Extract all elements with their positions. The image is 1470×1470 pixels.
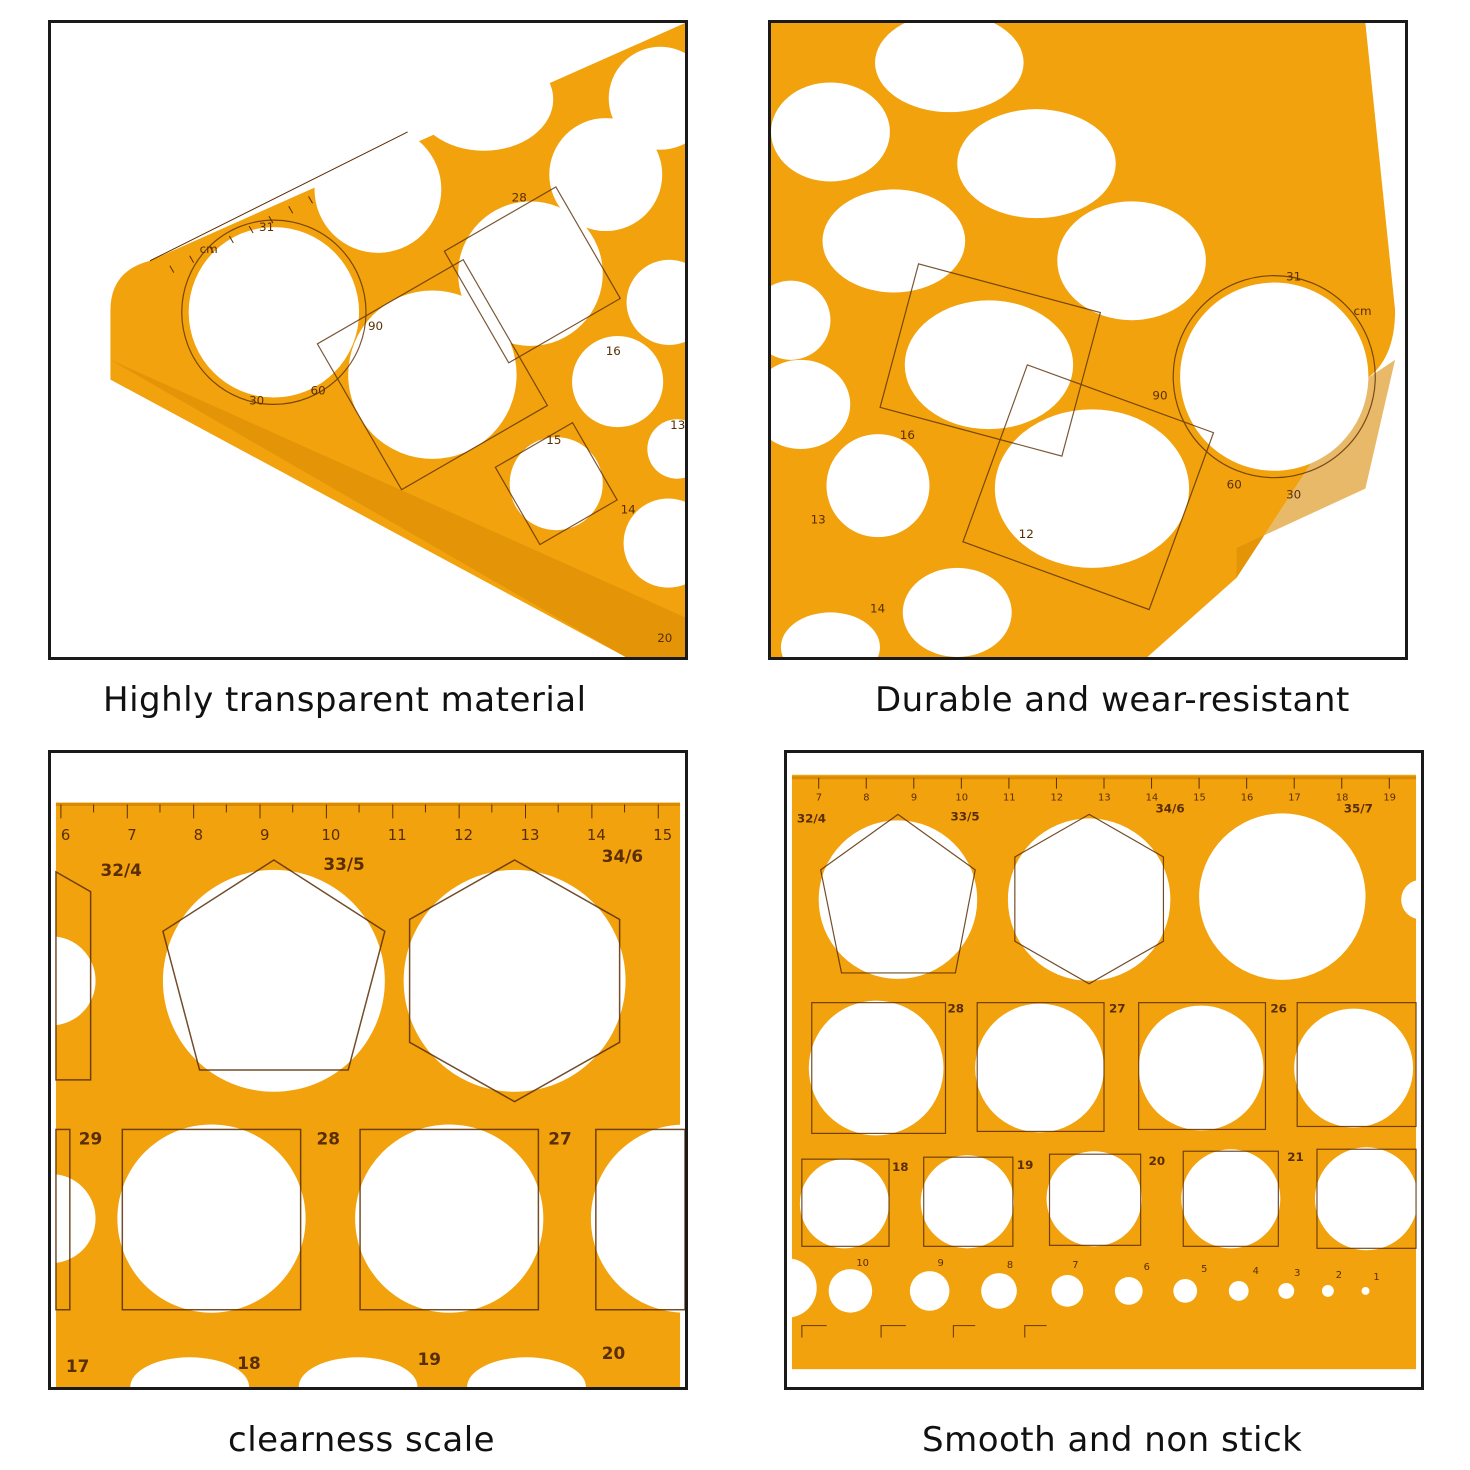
label-35-7: 35/7: [1344, 801, 1373, 815]
label-20: 20: [1149, 1154, 1166, 1168]
label-33-5: 33/5: [323, 854, 364, 874]
photo-template-topdown: 7 8 9 10 11 12 13 14 15 16 17 18 19: [784, 750, 1424, 1390]
ruler-12: 12: [1051, 793, 1064, 804]
label-6: 6: [1144, 1262, 1150, 1273]
photo-template-angled-left: 30 60 90 16 15 14 13 20 28 31 cm: [48, 20, 688, 660]
label-2: 2: [1336, 1270, 1342, 1281]
label-8: 8: [1007, 1260, 1013, 1271]
label-9: 9: [938, 1258, 944, 1269]
label-19: 19: [1017, 1158, 1034, 1172]
ruler-11: 11: [388, 826, 407, 844]
ruler-12: 12: [454, 826, 473, 844]
label-34-6: 34/6: [1156, 801, 1185, 815]
photo-template-angled-right: 30 60 90 12 13 14 16 31 cm: [768, 20, 1408, 660]
label-33-5: 33/5: [950, 809, 979, 823]
caption-clearness-scale: clearness scale: [228, 1420, 496, 1460]
label-31: 31: [259, 220, 274, 234]
ruler-17: 17: [1288, 793, 1301, 804]
caption-smooth-non-stick: Smooth and non stick: [922, 1420, 1303, 1460]
ruler-15: 15: [653, 826, 672, 844]
ruler-8: 8: [863, 793, 869, 804]
photo-template-closeup: 6 7 8 9 10 11 12 13 14 15: [48, 750, 688, 1390]
label-30: 30: [249, 393, 264, 407]
label-10: 10: [856, 1258, 869, 1269]
caption-durable: Durable and wear-resistant: [875, 680, 1350, 720]
label-3: 3: [1294, 1268, 1300, 1279]
label-14: 14: [870, 601, 885, 615]
label-27: 27: [1109, 1002, 1126, 1016]
ruler-13: 13: [1098, 793, 1111, 804]
label-29: 29: [79, 1128, 102, 1148]
circle-template-illustration: 6 7 8 9 10 11 12 13 14 15: [51, 802, 685, 1387]
label-32-4: 32/4: [101, 860, 142, 880]
label-26: 26: [1270, 1002, 1287, 1016]
label-4: 4: [1253, 1266, 1259, 1277]
label-28: 28: [316, 1128, 339, 1148]
label-5: 5: [1201, 1264, 1207, 1275]
label-18: 18: [892, 1160, 909, 1174]
label-13: 13: [811, 512, 826, 526]
ruler-19: 19: [1383, 793, 1396, 804]
label-21: 21: [1287, 1150, 1304, 1164]
ruler-16: 16: [1241, 793, 1254, 804]
label-12: 12: [1019, 527, 1034, 541]
label-16: 16: [606, 344, 621, 358]
label-32-4: 32/4: [797, 811, 826, 825]
circle-template-illustration: 30 60 90 16 15 14 13 20 28 31 cm: [110, 23, 685, 657]
ruler-8: 8: [194, 826, 203, 844]
ruler-15: 15: [1193, 793, 1206, 804]
ruler-7: 7: [127, 826, 136, 844]
label-34-6: 34/6: [602, 846, 643, 866]
label-30: 30: [1286, 487, 1301, 501]
label-cm: cm: [200, 242, 218, 256]
label-19: 19: [418, 1349, 441, 1369]
label-7: 7: [1072, 1260, 1078, 1271]
label-18: 18: [237, 1353, 260, 1373]
label-27: 27: [548, 1128, 571, 1148]
ruler-10: 10: [321, 826, 340, 844]
label-31: 31: [1286, 270, 1301, 284]
circle-template-illustration: 7 8 9 10 11 12 13 14 15 16 17 18 19: [787, 774, 1421, 1370]
label-15: 15: [546, 433, 561, 447]
label-20: 20: [657, 631, 672, 645]
ruler-14: 14: [587, 826, 606, 844]
label-90: 90: [368, 319, 383, 333]
caption-highly-transparent: Highly transparent material: [103, 680, 587, 720]
circle-template-illustration: 30 60 90 12 13 14 16 31 cm: [771, 23, 1396, 657]
label-17: 17: [66, 1356, 89, 1376]
ruler-14: 14: [1146, 793, 1159, 804]
label-28: 28: [947, 1002, 964, 1016]
label-13: 13: [670, 418, 685, 432]
label-14: 14: [621, 502, 636, 516]
label-90: 90: [1152, 388, 1167, 402]
label-20: 20: [602, 1343, 625, 1363]
ruler-7: 7: [816, 793, 822, 804]
label-cm: cm: [1353, 304, 1371, 318]
ruler-13: 13: [521, 826, 540, 844]
ruler-9: 9: [911, 793, 917, 804]
ruler-11: 11: [1003, 793, 1016, 804]
ruler-9: 9: [260, 826, 269, 844]
ruler-10: 10: [955, 793, 968, 804]
label-28: 28: [512, 190, 527, 204]
label-1: 1: [1373, 1272, 1379, 1283]
label-60: 60: [311, 383, 326, 397]
label-60: 60: [1227, 478, 1242, 492]
label-16: 16: [900, 428, 915, 442]
ruler-18: 18: [1336, 793, 1349, 804]
ruler-6: 6: [61, 826, 70, 844]
